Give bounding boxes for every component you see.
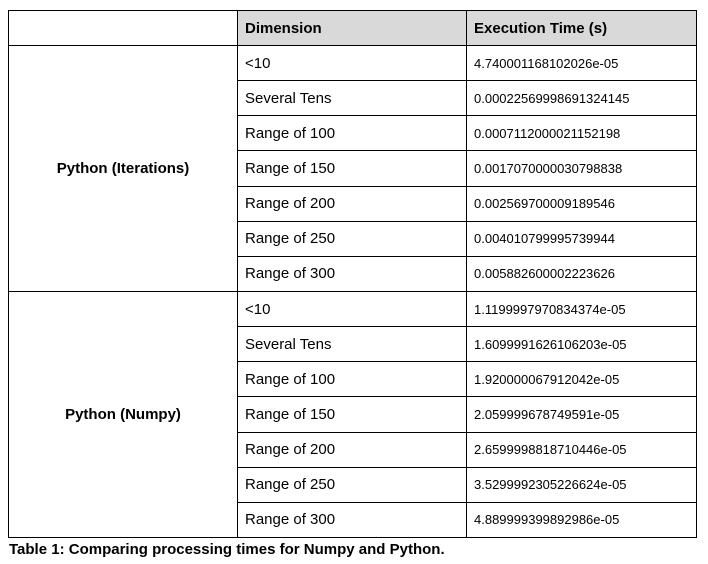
time-cell: 2.6599998818710446e-05 [466,431,697,468]
header-dimension: Dimension [237,10,467,46]
time-cell: 0.00022569998691324145 [466,80,697,117]
group-label-python-numpy: Python (Numpy) [8,290,238,539]
time-cell: 4.889999399892986e-05 [466,501,697,539]
dimension-cell: Range of 250 [237,466,467,503]
results-table: Dimension Execution Time (s) Python (Ite… [8,10,697,539]
table-caption: Table 1: Comparing processing times for … [9,541,445,558]
table-row: Several Tens 0.00022569998691324145 [9,80,697,117]
table-row: Range of 200 0.002569700009189546 [9,185,697,222]
time-cell: 2.059999678749591e-05 [466,396,697,433]
time-cell: 1.6099991626106203e-05 [466,326,697,363]
time-cell: 1.920000067912042e-05 [466,361,697,398]
dimension-cell: Range of 150 [237,150,467,187]
dimension-cell: Range of 200 [237,185,467,222]
time-cell: 0.005882600002223626 [466,255,697,292]
table-row: Range of 300 4.889999399892986e-05 [9,501,697,539]
dimension-cell: Range of 150 [237,396,467,433]
time-cell: 4.740001168102026e-05 [466,44,697,82]
table-row: Range of 300 0.005882600002223626 [9,255,697,292]
header-execution-time: Execution Time (s) [466,10,697,46]
time-cell: 0.004010799995739944 [466,220,697,257]
table-row: Range of 200 2.6599998818710446e-05 [9,431,697,468]
time-cell: 1.1199997970834374e-05 [466,290,697,328]
dimension-cell: Several Tens [237,326,467,363]
dimension-cell: Several Tens [237,80,467,117]
dimension-cell: <10 [237,44,467,82]
time-cell: 0.002569700009189546 [466,185,697,222]
dimension-cell: Range of 200 [237,431,467,468]
time-cell: 3.5299992305226624e-05 [466,466,697,503]
group-label-python-iterations: Python (Iterations) [8,45,238,292]
header-row: Dimension Execution Time (s) [8,10,697,46]
table-row: Range of 100 1.920000067912042e-05 [9,361,697,398]
dimension-cell: Range of 300 [237,501,467,539]
table-row: Several Tens 1.6099991626106203e-05 [9,326,697,363]
dimension-cell: Range of 250 [237,220,467,257]
table-row: Range of 150 2.059999678749591e-05 [9,396,697,433]
time-cell: 0.0007112000021152198 [466,115,697,152]
table-row: Python (Numpy) <10 1.1199997970834374e-0… [8,290,697,539]
time-cell: 0.0017070000030798838 [466,150,697,187]
dimension-cell: Range of 100 [237,361,467,398]
table-row: Range of 100 0.0007112000021152198 [9,115,697,152]
dimension-cell: Range of 100 [237,115,467,152]
results-table-container: Dimension Execution Time (s) Python (Ite… [8,10,697,539]
dimension-cell: <10 [237,290,467,328]
header-empty-cell [8,10,238,46]
table-row: Range of 150 0.0017070000030798838 [9,150,697,187]
dimension-cell: Range of 300 [237,255,467,292]
table-row: Python (Iterations) <10 4.74000116810202… [8,44,697,292]
table-row: Range of 250 0.004010799995739944 [9,220,697,257]
table-row: Range of 250 3.5299992305226624e-05 [9,466,697,503]
